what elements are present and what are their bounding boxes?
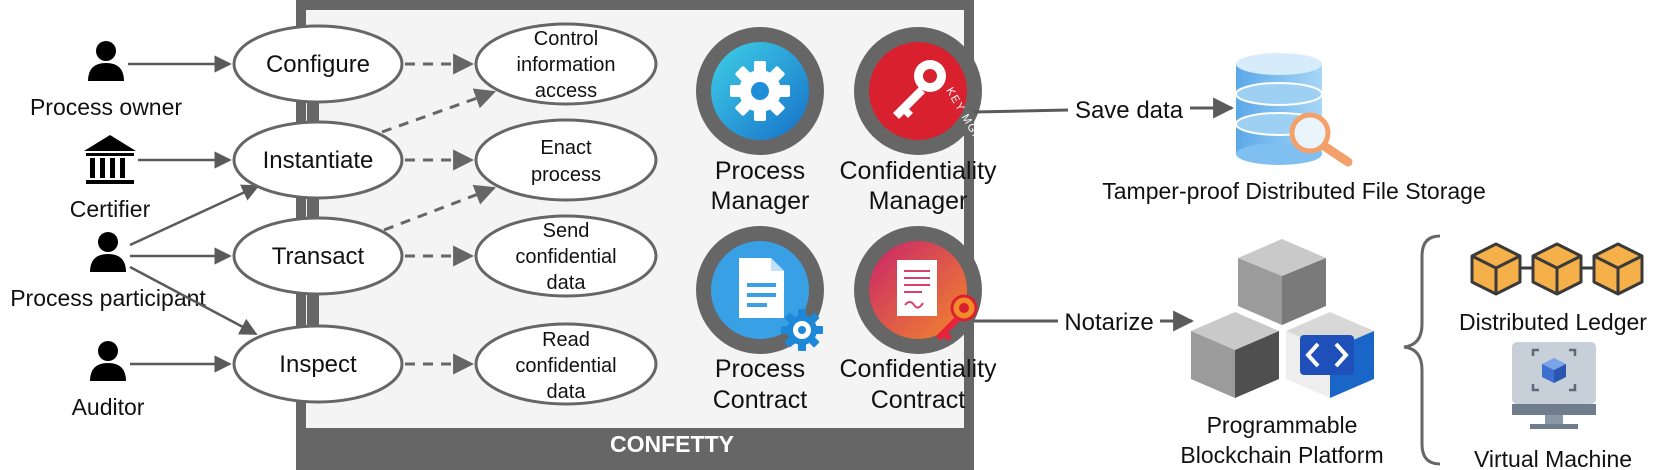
storage-label: Tamper-proof Distributed File Storage (1102, 178, 1486, 204)
function-label-line: Read (542, 329, 590, 351)
function-ellipse (474, 214, 658, 298)
function-label-line: Control (534, 28, 598, 50)
use-case-configure: Configure (232, 24, 404, 104)
function-label-line: information (517, 54, 616, 76)
include-arrows (381, 53, 496, 375)
gear-icon (730, 61, 790, 121)
use-case-ellipse (232, 324, 404, 404)
function-label-line: Enact (540, 137, 592, 159)
component-label-line: Contract (871, 386, 966, 414)
vm-label: Virtual Machine (1474, 446, 1632, 470)
distributed-file-storage: Tamper-proof Distributed File Storage (1102, 53, 1486, 204)
arrow-transact-enact (383, 184, 496, 232)
use-case-label: Transact (272, 243, 365, 270)
function-label-line: Send (543, 220, 590, 242)
bank-building-icon (84, 135, 136, 184)
contract-document-icon (897, 260, 937, 316)
use-case-label: Configure (266, 51, 370, 78)
actor-certifier: Certifier (70, 135, 151, 222)
function-ellipse (474, 322, 658, 406)
monitor-icon (1512, 342, 1596, 429)
component-label-line: Manager (869, 187, 968, 215)
actor-process-participant: Process participant (10, 232, 206, 311)
blockchain-label-line: Programmable (1207, 412, 1358, 438)
use-case-label: Inspect (279, 351, 357, 378)
person-icon (90, 341, 126, 381)
virtual-machine: Virtual Machine (1474, 342, 1632, 470)
component-process-contract: Process Contract (696, 226, 824, 414)
ledger-chain-icon (1470, 242, 1644, 296)
component-confidentiality-manager: KEY MGMT Confidentiality Manager (839, 27, 997, 215)
function-control-access: Control information access (474, 22, 658, 106)
actor-process-owner: Process owner (30, 41, 182, 120)
blockchain-cubes-icon (1191, 239, 1374, 398)
function-label-line: data (547, 272, 587, 294)
person-icon (90, 232, 126, 272)
function-read-data: Read confidential data (474, 322, 658, 406)
function-ellipse (474, 118, 658, 202)
function-label-line: confidential (515, 355, 616, 377)
function-label-line: confidential (515, 246, 616, 268)
use-case-ellipse (232, 120, 404, 200)
gear-badge-icon (781, 309, 823, 351)
blockchain-platform: Programmable Blockchain Platform (1180, 239, 1384, 468)
magnifier-icon (1289, 112, 1353, 167)
function-enact-process: Enact process (474, 118, 658, 202)
edge-line (973, 108, 1069, 114)
arrow-participant-instantiate (129, 184, 260, 247)
actor-label: Certifier (70, 196, 151, 222)
function-ellipse (474, 22, 658, 106)
component-label-line: Confidentiality (839, 355, 997, 383)
distributed-ledger: Distributed Ledger (1459, 242, 1647, 335)
function-label-line: data (547, 381, 587, 403)
key-badge-icon (936, 294, 978, 341)
use-case-ellipse (232, 216, 404, 296)
function-send-data: Send confidential data (474, 214, 658, 298)
use-case-instantiate: Instantiate (232, 120, 404, 200)
actor-label: Process participant (10, 285, 206, 311)
edge-label: Save data (1075, 97, 1184, 124)
system-name: CONFETTY (610, 431, 734, 457)
arrow-participant-inspect (129, 265, 258, 336)
function-label-line: access (535, 80, 597, 102)
notarize-edge: Notarize (974, 309, 1195, 336)
save-data-edge: Save data (973, 97, 1235, 124)
code-icon (1300, 335, 1354, 375)
document-icon (739, 258, 784, 318)
actor-arrows (128, 55, 260, 373)
use-case-transact: Transact (232, 216, 404, 296)
component-label-line: Manager (711, 187, 810, 215)
arrow-instantiate-control (381, 88, 496, 134)
actor-label: Process owner (30, 94, 182, 120)
component-process-manager: Process Manager (696, 27, 824, 215)
component-label-line: Process (715, 157, 805, 185)
use-case-ellipse (232, 24, 404, 104)
actor-label: Auditor (72, 394, 145, 420)
function-label-line: process (531, 164, 601, 186)
blockchain-label-line: Blockchain Platform (1180, 442, 1383, 468)
use-case-label: Instantiate (263, 147, 374, 174)
person-icon (88, 41, 124, 81)
component-confidentiality-contract: Confidentiality Contract (839, 226, 997, 414)
component-label-line: Contract (713, 386, 808, 414)
use-case-inspect: Inspect (232, 324, 404, 404)
component-label-line: Process (715, 355, 805, 383)
ledger-label: Distributed Ledger (1459, 309, 1647, 335)
edge-label: Notarize (1064, 309, 1153, 336)
key-icon (893, 60, 946, 119)
component-label-line: Confidentiality (839, 157, 997, 185)
grouping-brace (1403, 234, 1441, 466)
actor-auditor: Auditor (72, 341, 145, 420)
